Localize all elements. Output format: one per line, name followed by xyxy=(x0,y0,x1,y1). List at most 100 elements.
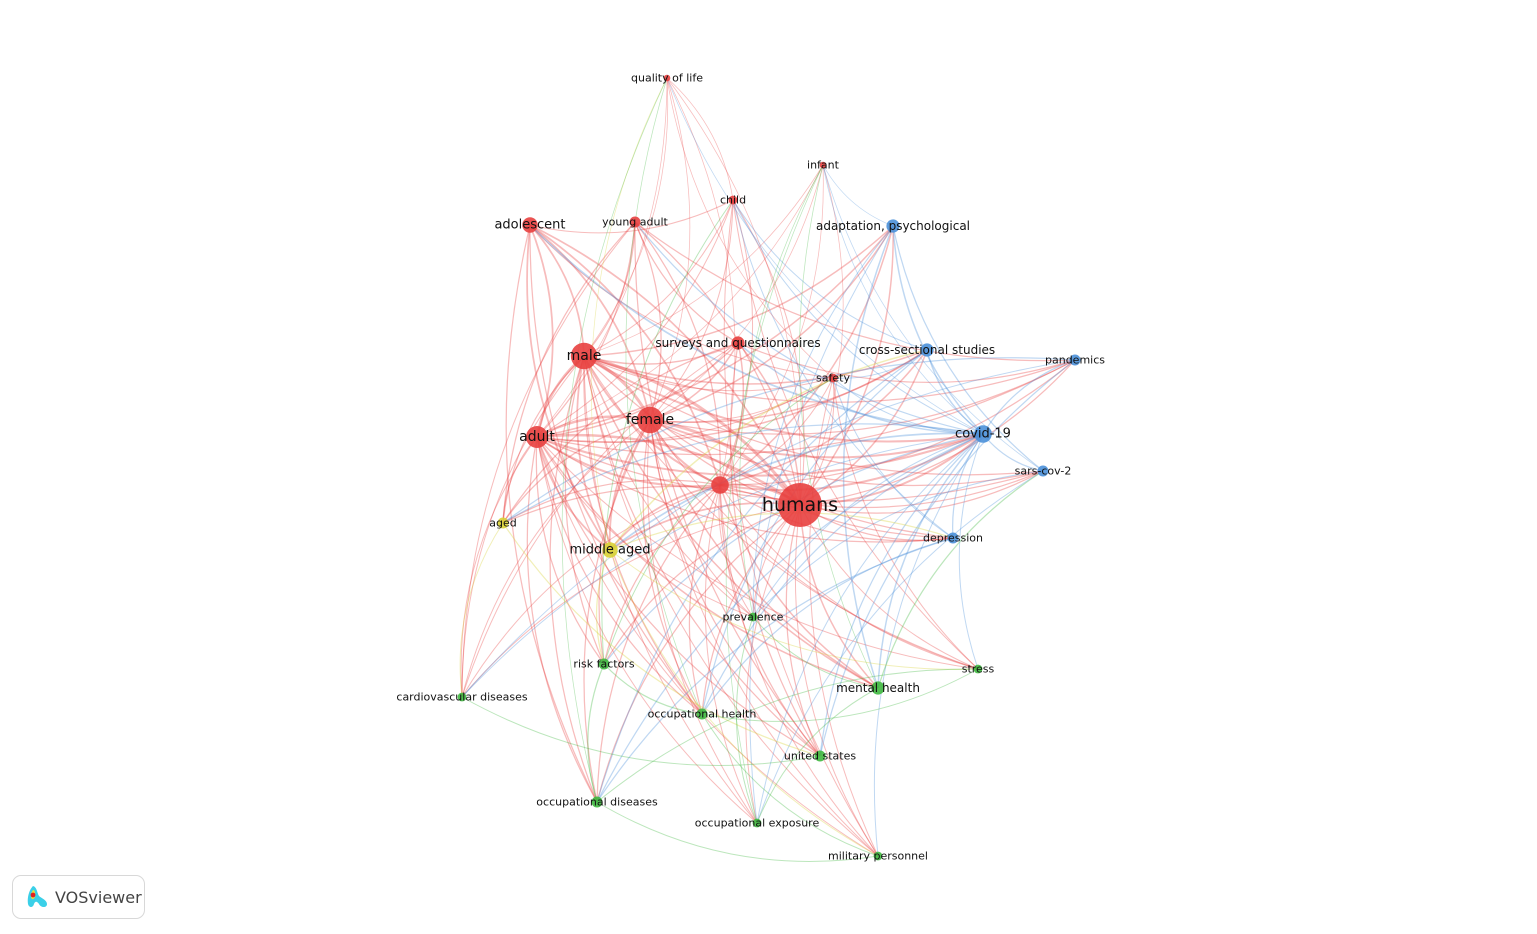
edge-cross-covid xyxy=(926,349,984,435)
node-us[interactable] xyxy=(814,750,826,762)
node-adaptation[interactable] xyxy=(886,219,900,233)
node-label-military[interactable]: military personnel xyxy=(828,850,928,863)
node-label-young_adult[interactable]: young adult xyxy=(602,216,668,229)
edge-humans-cardio xyxy=(461,504,801,698)
node-cross[interactable] xyxy=(920,343,934,357)
node-safety[interactable] xyxy=(828,373,838,383)
edge-safety-covid xyxy=(832,377,984,435)
node-label-adaptation[interactable]: adaptation, psychological xyxy=(816,219,970,233)
node-label-occ_dis[interactable]: occupational diseases xyxy=(536,796,658,809)
edge-male-infant xyxy=(583,164,824,357)
edge-adult-covid xyxy=(536,433,984,477)
node-label-adolescent[interactable]: adolescent xyxy=(494,218,565,233)
edge-risk-occ_dis xyxy=(587,663,605,803)
node-occ_dis[interactable] xyxy=(591,796,603,808)
node-label-occ_health[interactable]: occupational health xyxy=(648,708,757,721)
node-label-occ_exp[interactable]: occupational exposure xyxy=(695,817,820,830)
node-risk[interactable] xyxy=(598,658,610,670)
node-label-adult[interactable]: adult xyxy=(519,429,555,445)
edge-pandemics-aged xyxy=(502,357,1076,524)
node-label-mental[interactable]: mental health xyxy=(836,681,920,695)
edge-female-prevalence xyxy=(649,419,754,618)
node-humans[interactable] xyxy=(778,483,822,527)
edge-safety-stress xyxy=(832,377,979,670)
node-surveys[interactable] xyxy=(731,336,745,350)
edge-female-military xyxy=(649,419,879,857)
node-military[interactable] xyxy=(873,851,883,861)
edge-adaptation-prevalence xyxy=(752,225,894,618)
node-label-child[interactable]: child xyxy=(720,194,746,207)
node-label-male[interactable]: male xyxy=(567,348,602,364)
edges-layer xyxy=(459,77,1076,862)
edge-covid-middle_aged xyxy=(609,432,984,551)
edge-depression-occ_health xyxy=(701,537,954,715)
node-label-middle_aged[interactable]: middle aged xyxy=(570,543,651,558)
edge-humans-risk xyxy=(603,504,801,665)
node-label-cardio[interactable]: cardiovascular diseases xyxy=(396,691,527,704)
node-label-us[interactable]: united states xyxy=(784,750,856,763)
edge-male-cross xyxy=(583,349,928,385)
node-label-depression[interactable]: depression xyxy=(923,532,983,545)
node-mental[interactable] xyxy=(871,681,885,695)
node-label-pandemics[interactable]: pandemics xyxy=(1045,354,1105,367)
edge-qol-occ_dis xyxy=(561,77,668,803)
edge-unlabeled-cross xyxy=(719,349,928,486)
node-label-prevalence[interactable]: prevalence xyxy=(723,611,784,624)
node-depression[interactable] xyxy=(947,532,959,544)
node-covid[interactable] xyxy=(974,425,992,443)
node-label-covid[interactable]: covid-19 xyxy=(955,427,1011,442)
edge-female-occ_dis xyxy=(583,419,651,803)
node-occ_exp[interactable] xyxy=(752,818,762,828)
edge-humans-stress xyxy=(799,504,979,670)
node-label-cross[interactable]: cross-sectional studies xyxy=(859,343,995,357)
edge-unlabeled-occ_exp xyxy=(704,484,758,824)
node-label-risk[interactable]: risk factors xyxy=(573,658,634,671)
node-label-safety[interactable]: safety xyxy=(816,372,850,385)
edge-adaptation-occ_exp xyxy=(749,225,894,824)
edge-male-safety xyxy=(583,355,834,392)
vosviewer-logo[interactable]: VOSviewer xyxy=(12,875,145,919)
node-label-sars[interactable]: sars-cov-2 xyxy=(1015,465,1072,478)
edge-unlabeled-covid xyxy=(719,433,984,492)
edge-adult-cardio xyxy=(460,436,538,698)
node-sars[interactable] xyxy=(1037,465,1049,477)
node-prevalence[interactable] xyxy=(748,612,758,622)
edge-middle_aged-military xyxy=(609,549,879,857)
node-cardio[interactable] xyxy=(457,692,467,702)
node-label-humans[interactable]: humans xyxy=(762,494,838,516)
node-label-surveys[interactable]: surveys and questionnaires xyxy=(655,336,820,350)
node-young_adult[interactable] xyxy=(629,216,641,228)
edge-covid-prevalence xyxy=(752,433,984,618)
node-label-infant[interactable]: infant xyxy=(807,159,840,172)
node-stress[interactable] xyxy=(973,664,983,674)
node-male[interactable] xyxy=(570,342,598,370)
node-pandemics[interactable] xyxy=(1069,354,1081,366)
node-occ_health[interactable] xyxy=(696,708,708,720)
node-label-aged[interactable]: aged xyxy=(489,517,516,530)
node-child[interactable] xyxy=(728,195,738,205)
node-qol[interactable] xyxy=(663,74,671,82)
edge-occ_dis-military xyxy=(596,801,879,862)
node-adult[interactable] xyxy=(526,426,548,448)
node-label-stress[interactable]: stress xyxy=(962,663,995,676)
edge-female-middle_aged xyxy=(608,419,651,551)
node-infant[interactable] xyxy=(819,161,827,169)
edge-female-mental xyxy=(649,419,879,689)
edge-unlabeled-adaptation xyxy=(719,225,894,486)
node-label-qol[interactable]: quality of life xyxy=(631,72,703,85)
edge-humans-child xyxy=(732,199,805,506)
edge-covid-us xyxy=(819,433,984,757)
node-aged[interactable] xyxy=(497,517,509,529)
node-unlabeled[interactable] xyxy=(711,476,729,494)
edge-occ_health-stress xyxy=(701,668,979,722)
node-label-female[interactable]: female xyxy=(626,412,674,428)
node-adolescent[interactable] xyxy=(522,217,538,233)
edge-male-occ_dis xyxy=(549,355,598,803)
node-middle_aged[interactable] xyxy=(602,542,618,558)
edge-adult-middle_aged xyxy=(536,436,611,551)
node-female[interactable] xyxy=(636,406,664,434)
edge-humans-covid xyxy=(799,433,984,506)
edge-adult-unlabeled xyxy=(536,436,721,488)
edge-female-pandemics xyxy=(649,359,1076,435)
